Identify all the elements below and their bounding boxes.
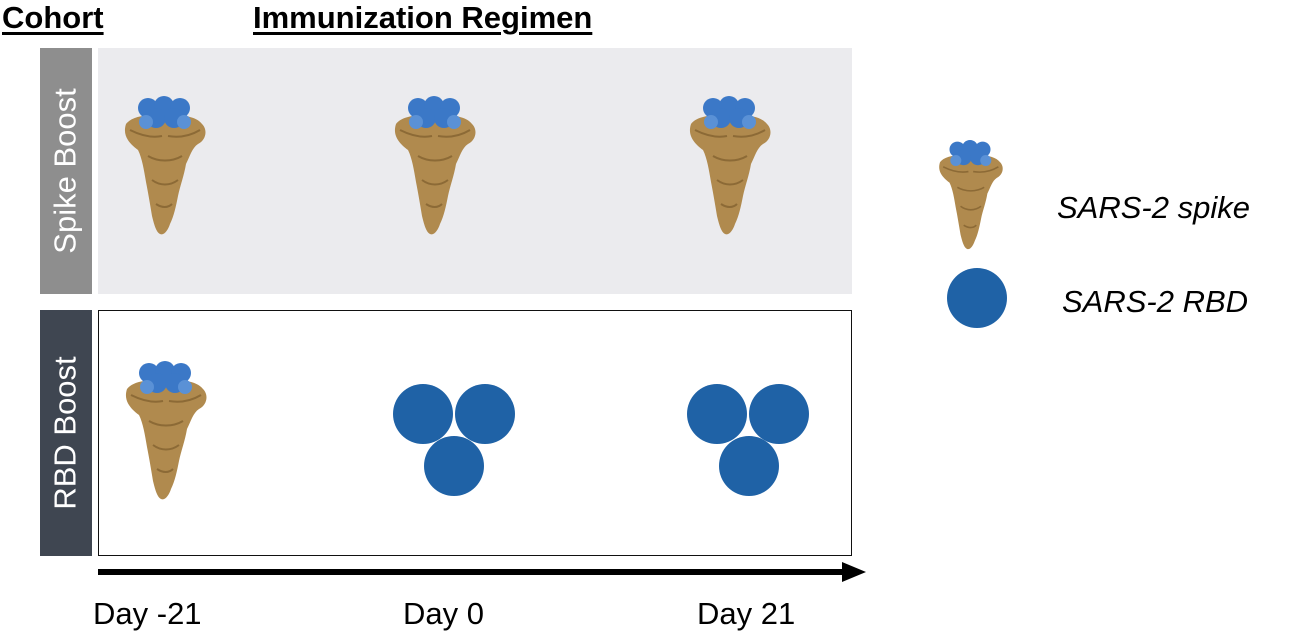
spike-protein-icon (118, 96, 210, 238)
spike-boost-panel (98, 48, 852, 294)
spike-protein-icon (119, 361, 211, 503)
immunization-regimen-header: Immunization Regimen (253, 0, 593, 35)
spike-boost-label-text: Spike Boost (48, 88, 83, 254)
legend-rbd-label: SARS-2 RBD (1062, 284, 1249, 319)
spike-boost-row-label: Spike Boost (40, 48, 92, 294)
timeline-label-day-minus-21: Day -21 (93, 596, 202, 631)
timeline-arrow (98, 562, 866, 582)
rbd-circle-icon (749, 384, 809, 444)
rbd-circle-icon (719, 436, 779, 496)
legend-spike-label: SARS-2 spike (1057, 190, 1250, 225)
rbd-circle-icon (455, 384, 515, 444)
rbd-circle-icon (424, 436, 484, 496)
rbd-circle-icon (687, 384, 747, 444)
spike-protein-icon (683, 96, 775, 238)
timeline-label-day-21: Day 21 (697, 596, 796, 631)
rbd-boost-label-text: RBD Boost (48, 356, 83, 510)
spike-protein-icon (388, 96, 480, 238)
legend-rbd-icon (947, 268, 1007, 328)
cohort-header: Cohort (2, 0, 104, 35)
legend-spike-icon (930, 140, 1010, 252)
timeline-label-day-0: Day 0 (403, 596, 484, 631)
rbd-boost-row-label: RBD Boost (40, 310, 92, 556)
rbd-circle-icon (393, 384, 453, 444)
rbd-boost-panel (98, 310, 852, 556)
